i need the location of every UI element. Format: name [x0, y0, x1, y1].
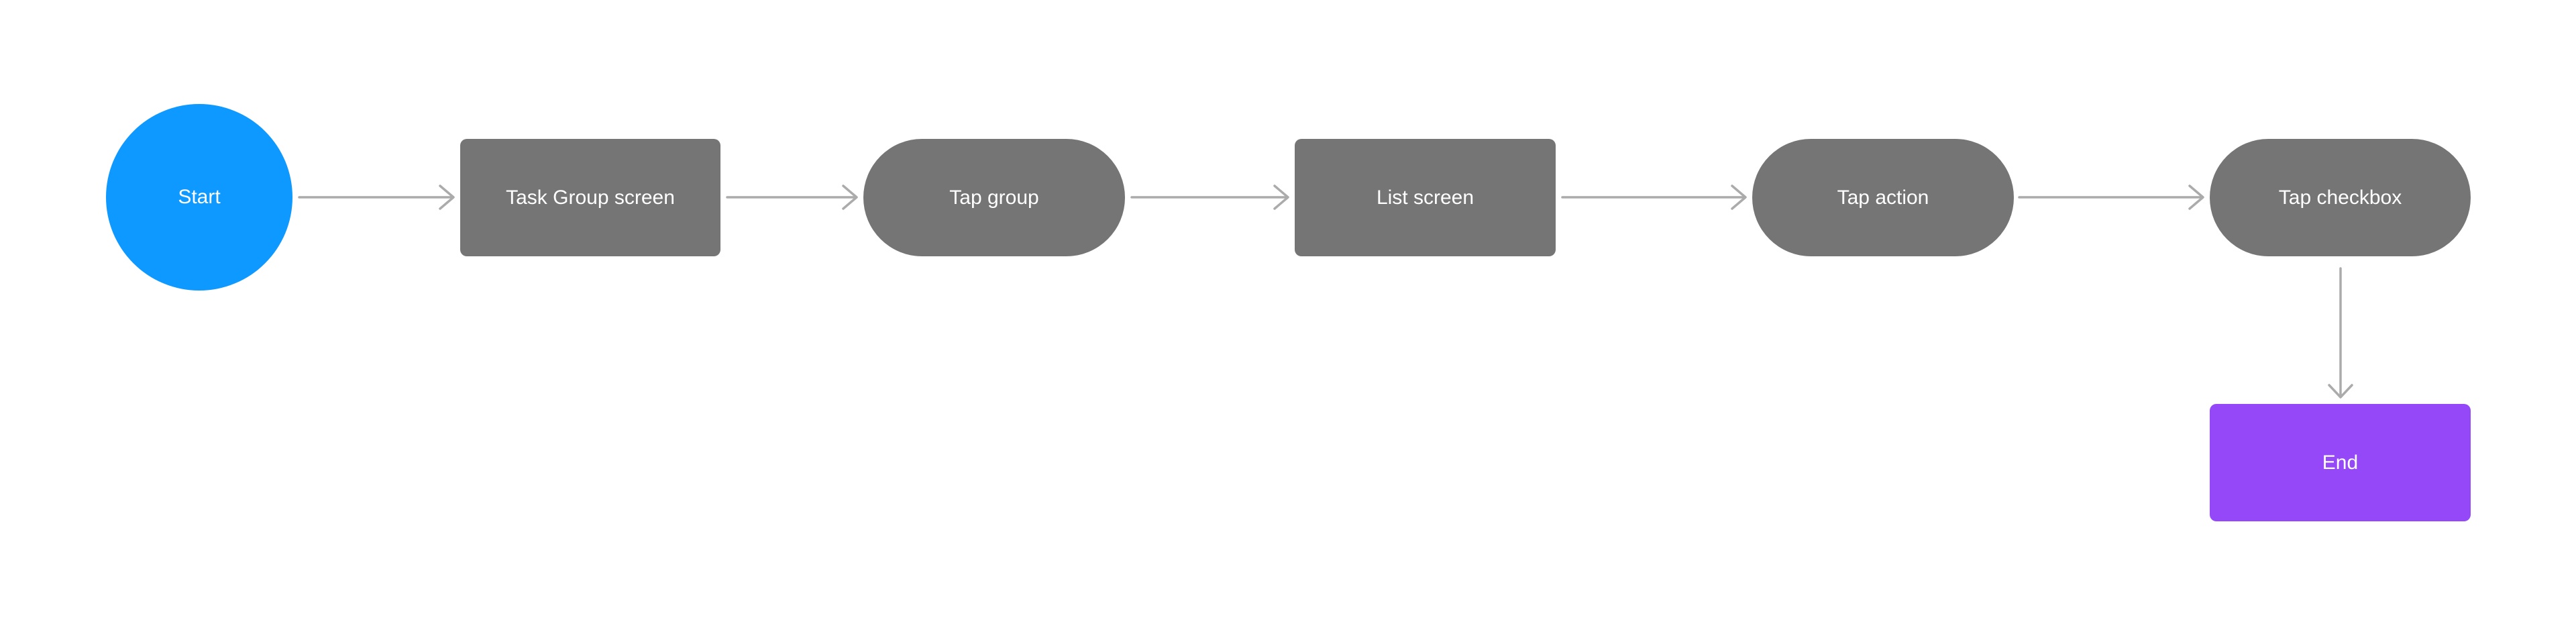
node-tap-action[interactable]: Tap action	[1752, 139, 2014, 256]
node-tap-group-label: Tap group	[949, 186, 1039, 209]
node-tap-checkbox-label: Tap checkbox	[2278, 186, 2402, 209]
connector-task-group-screen-to-tap-group[interactable]	[726, 185, 858, 210]
node-tap-action-label: Tap action	[1837, 186, 1929, 209]
node-end[interactable]: End	[2210, 404, 2471, 521]
node-tap-checkbox[interactable]: Tap checkbox	[2210, 139, 2471, 256]
connector-start-to-task-group-screen[interactable]	[298, 185, 455, 210]
connector-list-screen-to-tap-action[interactable]	[1561, 185, 1747, 210]
node-task-group-screen-label: Task Group screen	[506, 186, 675, 209]
node-list-screen[interactable]: List screen	[1295, 139, 1556, 256]
node-start[interactable]: Start	[106, 104, 292, 291]
node-list-screen-label: List screen	[1376, 186, 1474, 209]
connector-tap-checkbox-to-end[interactable]	[2328, 267, 2353, 399]
connector-tap-group-to-list-screen[interactable]	[1130, 185, 1289, 210]
node-start-label: Start	[178, 186, 221, 208]
node-end-label: End	[2322, 451, 2359, 474]
node-task-group-screen[interactable]: Task Group screen	[460, 139, 720, 256]
connector-tap-action-to-tap-checkbox[interactable]	[2018, 185, 2204, 210]
node-tap-group[interactable]: Tap group	[863, 139, 1125, 256]
